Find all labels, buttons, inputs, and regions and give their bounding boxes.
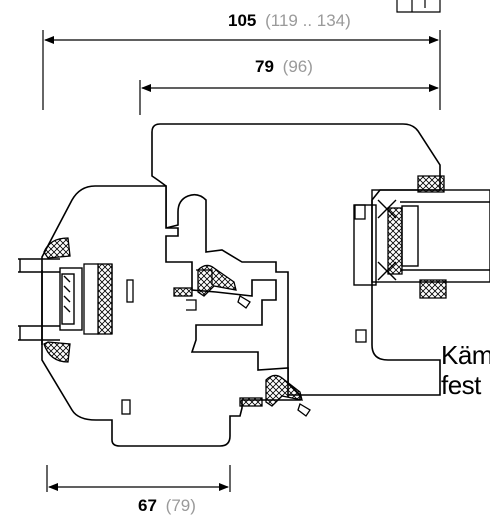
svg-text:67 (79): 67 (79): [138, 496, 196, 515]
svg-text:79 (96): 79 (96): [255, 57, 313, 76]
dim-top-inner-value: 79: [255, 57, 274, 76]
sash-profile: [41, 185, 301, 447]
svg-text:105 (119 .. 134): 105 (119 .. 134): [228, 11, 351, 30]
dim-top-overall-value: 105: [228, 11, 256, 30]
dim-top-inner-range: (96): [283, 57, 313, 76]
side-text: Käm fest: [441, 340, 490, 400]
side-text-line2: fest: [441, 370, 481, 400]
right-glass: [353, 189, 490, 286]
frame-profile: [151, 123, 441, 396]
dimension-top-overall: 105 (119 .. 134): [42, 11, 441, 110]
dimension-top-inner: 79 (96): [139, 57, 439, 115]
left-seals: [43, 237, 113, 363]
dim-bottom-range: (79): [166, 496, 196, 515]
dim-bottom-value: 67: [138, 496, 157, 515]
left-glass: [18, 258, 83, 341]
corner-fragment: [396, 0, 441, 13]
side-text-line1: Käm: [441, 340, 490, 370]
center-seals: [173, 264, 311, 417]
right-seals: [387, 175, 447, 299]
dimension-bottom: 67 (79): [46, 465, 231, 515]
dim-top-overall-range: (119 .. 134): [265, 11, 351, 30]
